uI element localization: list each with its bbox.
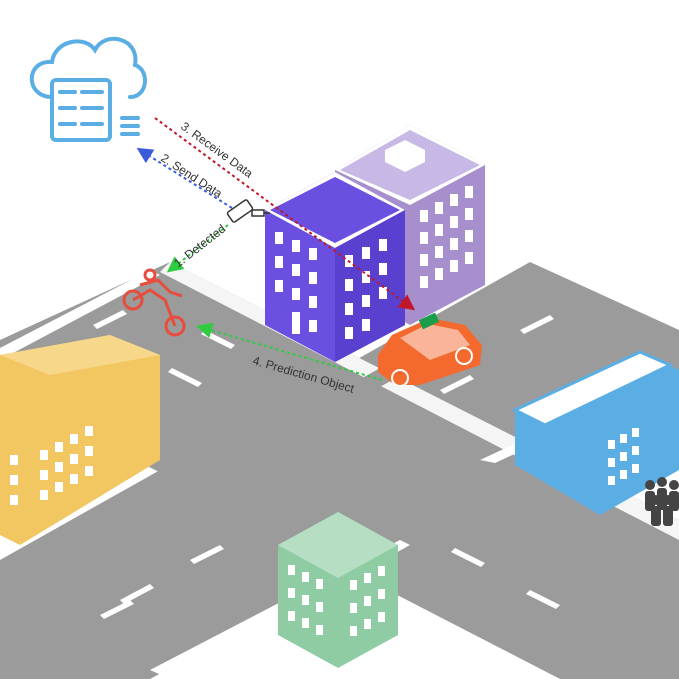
arrow-detected — [166, 224, 229, 273]
hospital-building — [511, 350, 679, 515]
label-send-data: 2. Send Data — [158, 151, 225, 201]
cloud-server-icon — [29, 36, 147, 142]
label-detected: 1. Detected — [171, 222, 228, 271]
people-icon — [645, 477, 679, 526]
purple-building — [265, 172, 405, 362]
arrow-prediction — [196, 322, 383, 381]
yellow-building — [0, 335, 160, 545]
flow-arrows — [136, 117, 416, 381]
cctv-camera-icon — [226, 199, 270, 223]
arrow-receive-data — [154, 117, 416, 311]
arrow-send-data — [136, 147, 233, 209]
car-icon — [378, 312, 482, 387]
lilac-building — [335, 125, 485, 325]
green-building — [278, 512, 398, 668]
motorcycle-icon — [122, 268, 186, 337]
